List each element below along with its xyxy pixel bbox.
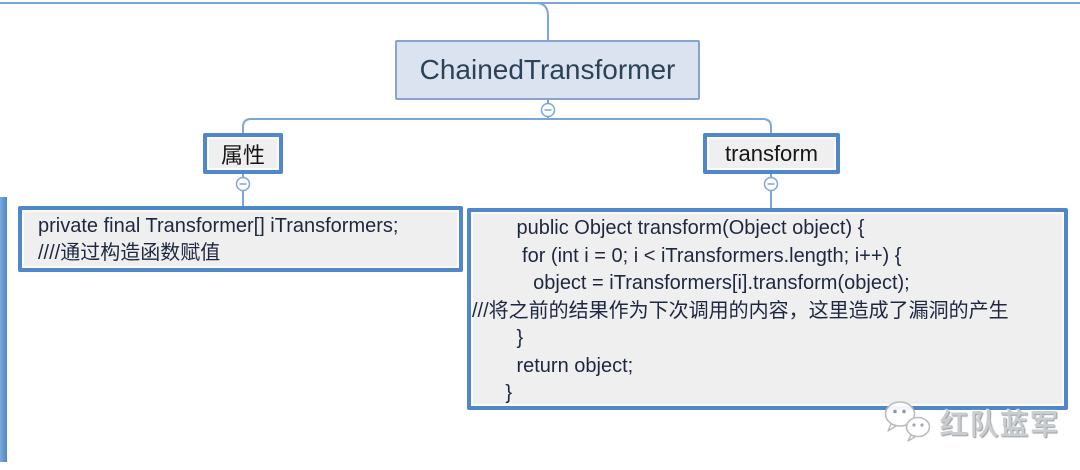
code-line: } <box>472 327 524 349</box>
watermark-logo: 红队蓝军 <box>882 399 1060 447</box>
code-line: private final Transformer[] iTransformer… <box>38 215 399 237</box>
node-attr[interactable]: 属性 <box>203 133 283 174</box>
code-line: ///将之前的结果作为下次调用的内容，这里造成了漏洞的产生 <box>472 299 1009 322</box>
code-line: return object; <box>472 354 634 377</box>
code-line: public Object transform(Object object) { <box>472 217 865 239</box>
node-transform-label: transform <box>725 140 818 166</box>
code-box-attr[interactable]: private final Transformer[] iTransformer… <box>18 206 463 272</box>
partial-node-left-edge <box>0 197 7 462</box>
node-chained-transformer[interactable]: ChainedTransformer <box>395 40 700 100</box>
edge-root-to-children <box>242 118 772 133</box>
code-line: } <box>472 382 513 404</box>
code-line: ////通过构造函数赋值 <box>38 242 221 264</box>
code-line: object = iTransformers[i].transform(obje… <box>472 272 910 294</box>
collapse-toggle-root[interactable] <box>540 102 556 118</box>
node-transform[interactable]: transform <box>703 133 840 174</box>
collapse-toggle-transform[interactable] <box>763 176 779 192</box>
node-chained-transformer-label: ChainedTransformer <box>419 54 676 85</box>
wechat-icon <box>884 401 931 442</box>
node-attr-label: 属性 <box>220 142 265 168</box>
watermark-text: 红队蓝军 <box>940 409 1061 440</box>
edge-parent-to-root <box>535 2 549 40</box>
collapse-toggle-attr[interactable] <box>235 176 251 192</box>
code-line: for (int i = 0; i < iTransformers.length… <box>472 244 902 267</box>
code-box-transform[interactable]: public Object transform(Object object) {… <box>467 208 1068 410</box>
